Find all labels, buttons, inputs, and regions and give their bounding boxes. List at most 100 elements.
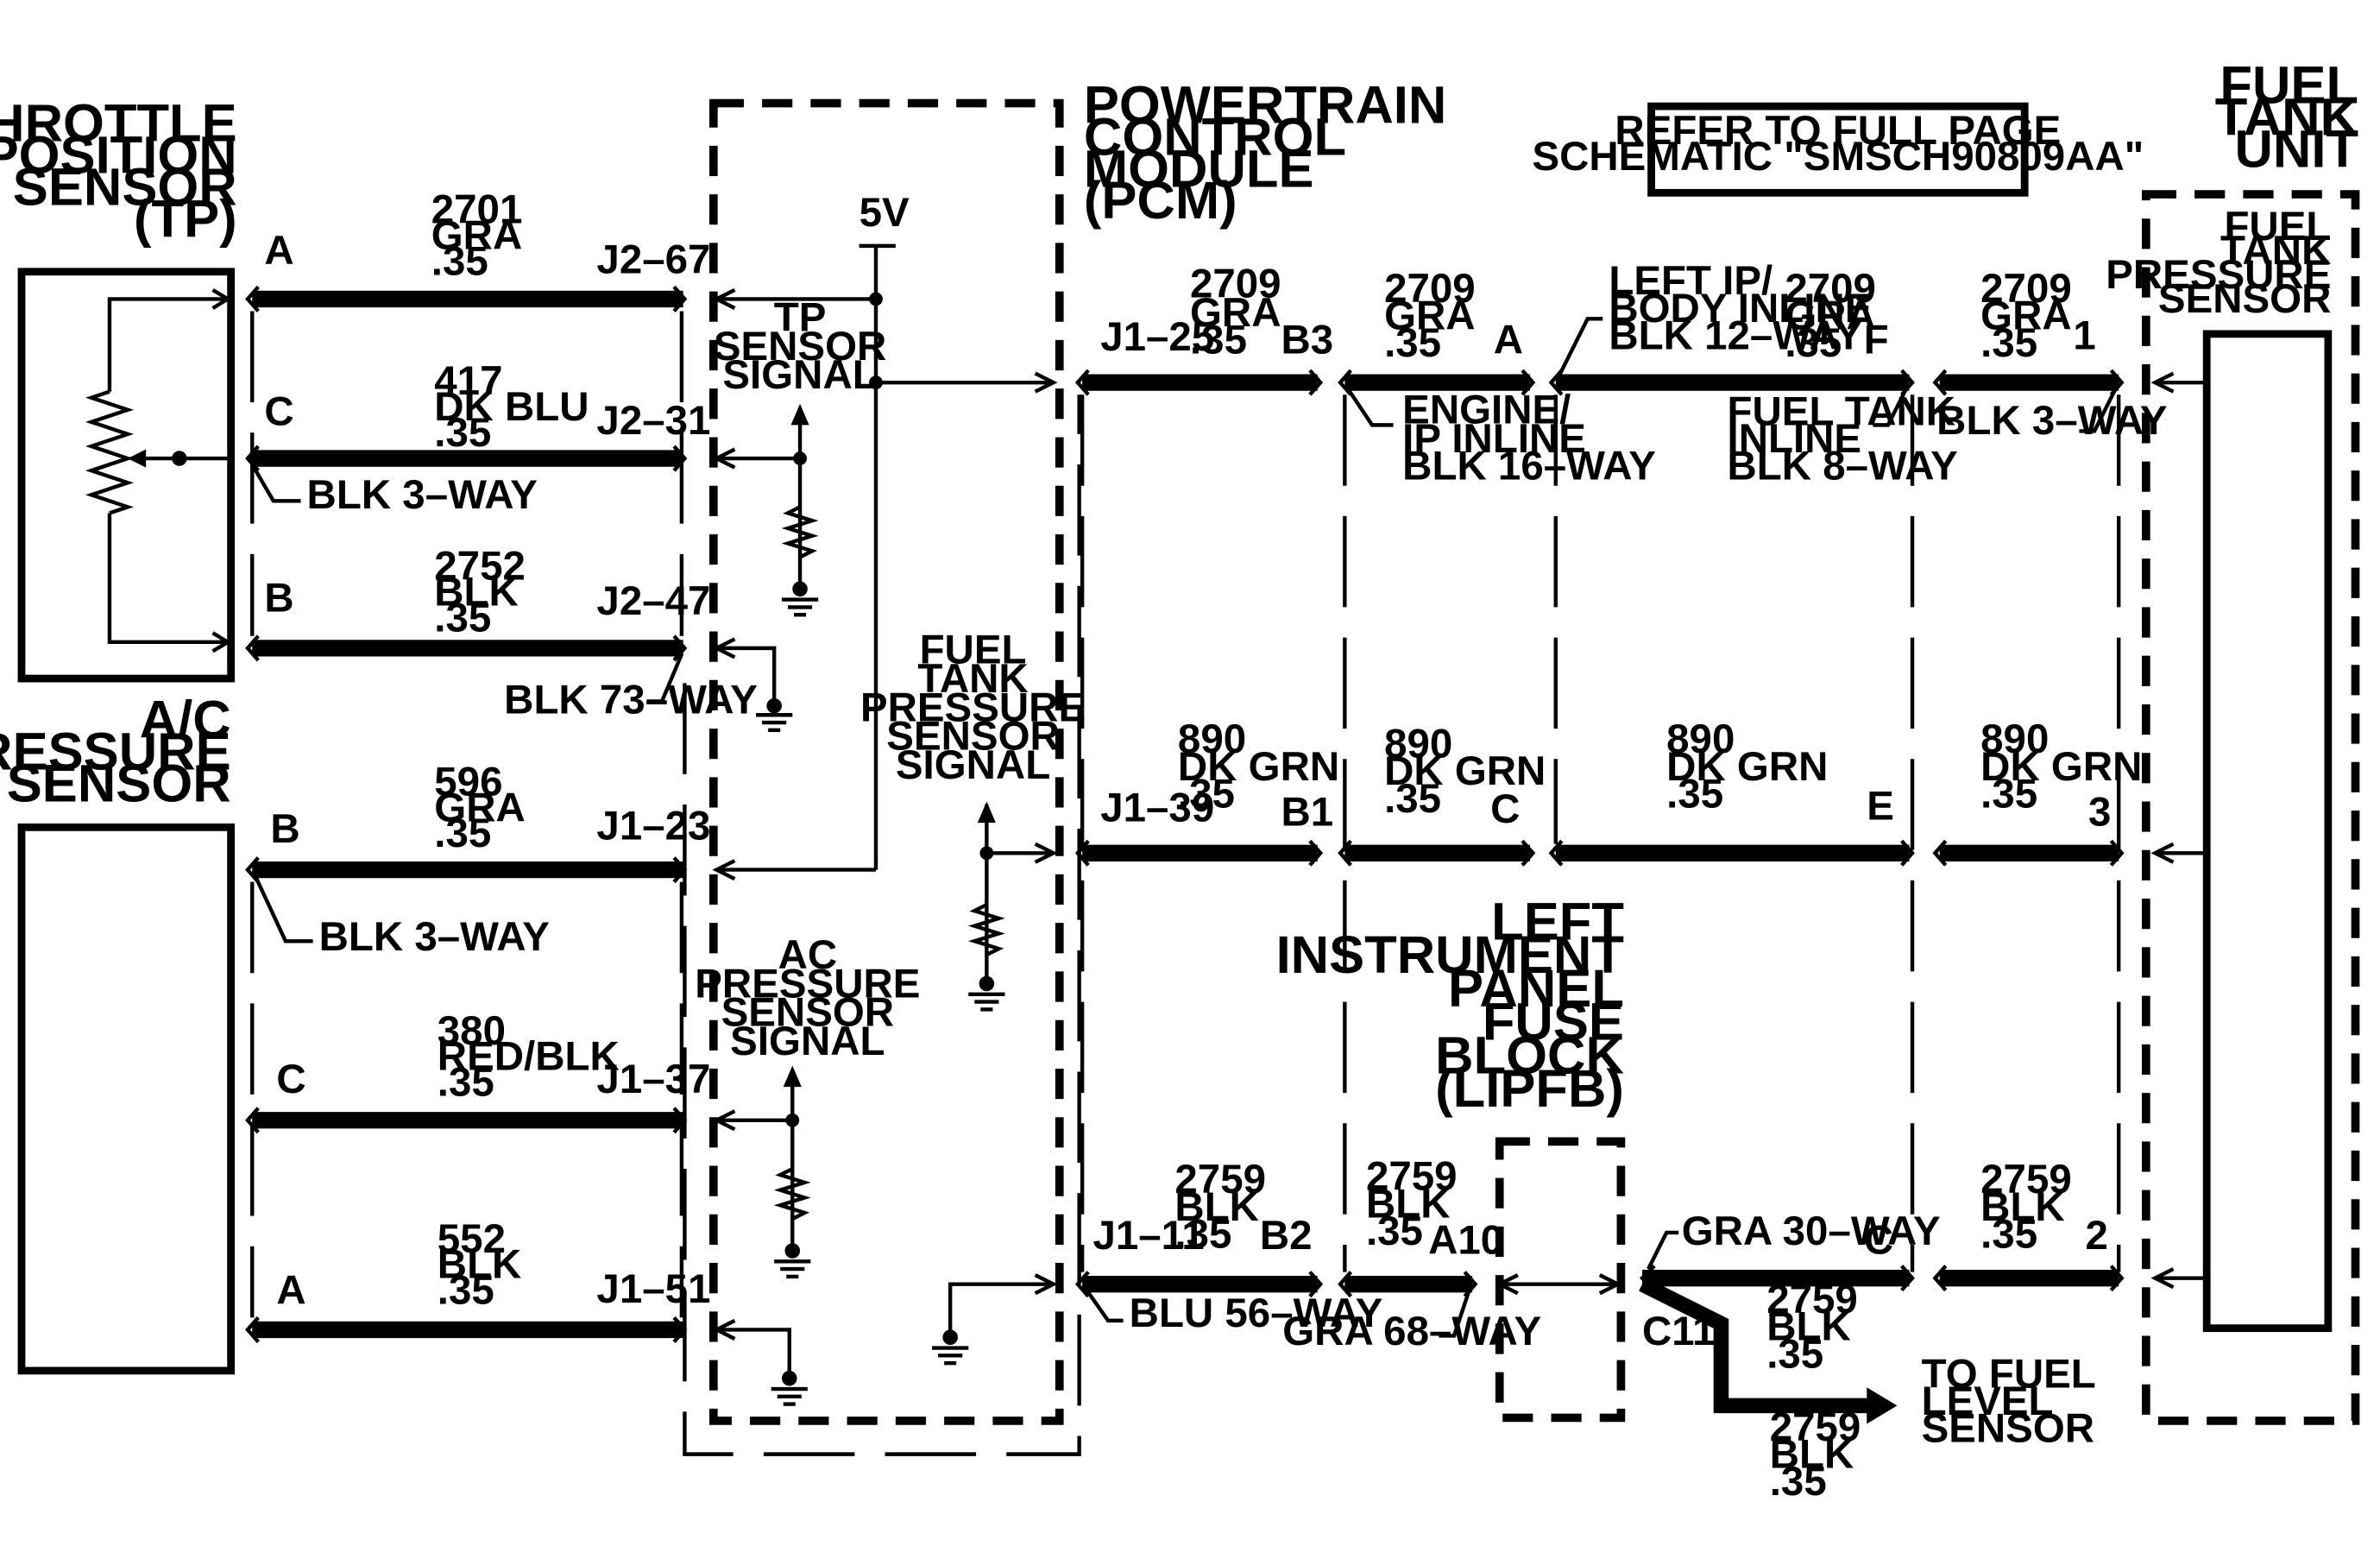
svg-text:.35: .35 — [1178, 772, 1235, 817]
svg-text:J2–47: J2–47 — [596, 578, 710, 624]
svg-text:A: A — [1494, 318, 1523, 363]
svg-text:GRA 30–WAY: GRA 30–WAY — [1682, 1208, 1941, 1254]
svg-text:UNIT: UNIT — [2234, 119, 2358, 179]
svg-text:BLOCK: BLOCK — [1435, 1025, 1624, 1085]
svg-text:PANEL: PANEL — [1448, 959, 1624, 1019]
svg-text:DK GRN: DK GRN — [1980, 744, 2142, 790]
svg-text:FUEL: FUEL — [920, 627, 1027, 672]
svg-text:SCHEMATIC "SMSCH90809AA": SCHEMATIC "SMSCH90809AA" — [1532, 134, 2144, 180]
svg-text:BLK: BLK — [1980, 1184, 2065, 1230]
svg-text:DK GRN: DK GRN — [1384, 748, 1546, 794]
svg-text:TANK: TANK — [2220, 228, 2331, 274]
fuel-tank-sensor-title: FUEL TANK PRESSURE SENSOR — [2106, 204, 2331, 322]
svg-text:LEFT: LEFT — [1491, 893, 1624, 952]
svg-text:.35: .35 — [438, 1268, 494, 1314]
ground-icon — [756, 697, 793, 733]
svg-text:GRA: GRA — [431, 212, 522, 258]
fuel-tank-unit-title: FUEL TANK UNIT — [2215, 56, 2358, 180]
pcm-input-arrows — [712, 287, 876, 1376]
svg-text:A: A — [264, 228, 293, 274]
svg-text:INSTRUMENT: INSTRUMENT — [1276, 925, 1624, 985]
left-wire-5: C 380 RED/BLK .35 J1–37 — [252, 1008, 710, 1129]
left-wire-6: A 552 BLK .35 J1–51 — [252, 1216, 710, 1339]
svg-text:TP: TP — [774, 294, 827, 340]
svg-text:.35: .35 — [434, 410, 491, 456]
row1-labels: J1–25 2709 GRA .35 B3 2709 GRA .35 A 270… — [1100, 262, 2096, 367]
svg-text:.35: .35 — [1366, 1208, 1423, 1254]
svg-text:890: 890 — [1384, 721, 1452, 767]
svg-text:2759: 2759 — [1366, 1154, 1458, 1200]
svg-text:SENSOR: SENSOR — [13, 157, 237, 217]
svg-text:2759: 2759 — [1174, 1157, 1266, 1202]
svg-text:FUEL: FUEL — [2219, 56, 2358, 116]
svg-text:J2–31: J2–31 — [596, 398, 710, 444]
svg-text:J1–23: J1–23 — [596, 803, 710, 849]
svg-text:GRA: GRA — [1384, 293, 1475, 339]
svg-text:DK GRN: DK GRN — [1666, 744, 1828, 790]
ground-icon — [932, 1273, 1058, 1366]
svg-text:BLK: BLK — [438, 1242, 522, 1288]
svg-text:SENSOR: SENSOR — [2158, 276, 2331, 322]
svg-text:SENSOR: SENSOR — [886, 714, 1059, 760]
svg-text:DK GRN: DK GRN — [1178, 744, 1339, 790]
svg-text:BLK 3–WAY: BLK 3–WAY — [319, 914, 550, 960]
svg-text:BLK 8–WAY: BLK 8–WAY — [1728, 444, 1958, 489]
svg-text:INLINE: INLINE — [1728, 416, 1862, 462]
row2-labels: J1–39 890 DK GRN .35 B1 890 DK GRN .35 C… — [1100, 716, 2142, 835]
svg-text:SENSOR: SENSOR — [714, 324, 886, 369]
svg-text:GRA: GRA — [1785, 293, 1875, 339]
potentiometer-symbol — [85, 287, 232, 653]
svg-text:E: E — [1867, 784, 1894, 830]
row3-callouts: BLU 56–WAY GRA 68–WAY GRA 30–WAY — [1085, 1208, 1941, 1354]
svg-text:BLU 56–WAY: BLU 56–WAY — [1130, 1290, 1383, 1336]
ground-icon — [771, 1370, 808, 1406]
left-wire-4: B 596 GRA .35 J1–23 — [252, 759, 710, 879]
pcm-title: POWERTRAIN CONTROL MODULE (PCM) — [1084, 75, 1446, 230]
svg-text:.35: .35 — [434, 811, 491, 856]
svg-text:BLK 3–WAY: BLK 3–WAY — [307, 472, 538, 518]
svg-text:F: F — [1864, 318, 1889, 363]
svg-text:BLK 12–WAY: BLK 12–WAY — [1609, 312, 1862, 358]
svg-text:2752: 2752 — [434, 544, 526, 590]
svg-text:2709: 2709 — [1980, 266, 2072, 312]
svg-text:C: C — [1490, 786, 1520, 832]
svg-text:BLK: BLK — [1770, 1431, 1854, 1477]
svg-text:SIGNAL: SIGNAL — [896, 742, 1050, 788]
svg-text:GRA 68–WAY: GRA 68–WAY — [1282, 1309, 1541, 1354]
svg-text:.35: .35 — [1980, 320, 2037, 366]
svg-text:THROTTLE: THROTTLE — [0, 94, 237, 154]
svg-text:C11: C11 — [1642, 1309, 1715, 1354]
reference-box — [1647, 102, 2029, 197]
svg-text:(TP): (TP) — [134, 189, 237, 249]
right-connector-lines — [1080, 394, 2121, 1272]
svg-text:.35: .35 — [1980, 1211, 2037, 1257]
svg-text:2: 2 — [2086, 1213, 2108, 1259]
svg-text:.35: .35 — [1384, 320, 1441, 366]
svg-text:SIGNAL: SIGNAL — [730, 1019, 885, 1064]
svg-text:890: 890 — [1178, 716, 1246, 762]
svg-text:POWERTRAIN: POWERTRAIN — [1084, 75, 1446, 135]
tp-signal-circuit: TP SENSOR SIGNAL — [714, 294, 886, 617]
svg-text:1: 1 — [2073, 312, 2095, 358]
svg-text:BLK 3–WAY: BLK 3–WAY — [1936, 398, 2167, 444]
svg-text:FUSE: FUSE — [1483, 993, 1624, 1052]
svg-text:417: 417 — [434, 358, 502, 404]
svg-text:2759: 2759 — [1770, 1404, 1861, 1450]
svg-text:.35: .35 — [434, 596, 491, 641]
svg-text:FUEL TANK: FUEL TANK — [1728, 388, 1956, 434]
svg-text:A: A — [276, 1268, 305, 1314]
svg-text:.35: .35 — [431, 238, 488, 284]
svg-text:PRESSURE: PRESSURE — [695, 961, 920, 1007]
left-wire-3: B 2752 BLK .35 J2–47 — [252, 544, 710, 657]
pcm-j2-callout: BLK 73–WAY — [504, 653, 758, 723]
reference-text: REFER TO FULL PAGE SCHEMATIC "SMSCH90809… — [1532, 108, 2144, 180]
svg-text:2709: 2709 — [1785, 266, 1876, 312]
ac-signal-circuit: AC PRESSURE SENSOR SIGNAL — [695, 932, 920, 1279]
pcm-dashed-box — [708, 98, 1064, 1425]
svg-text:2709: 2709 — [1384, 266, 1476, 312]
svg-text:SENSOR: SENSOR — [7, 754, 231, 813]
svg-text:J1–39: J1–39 — [1100, 785, 1214, 830]
row2-wires — [1074, 839, 2207, 867]
svg-text:A/C: A/C — [140, 691, 231, 750]
